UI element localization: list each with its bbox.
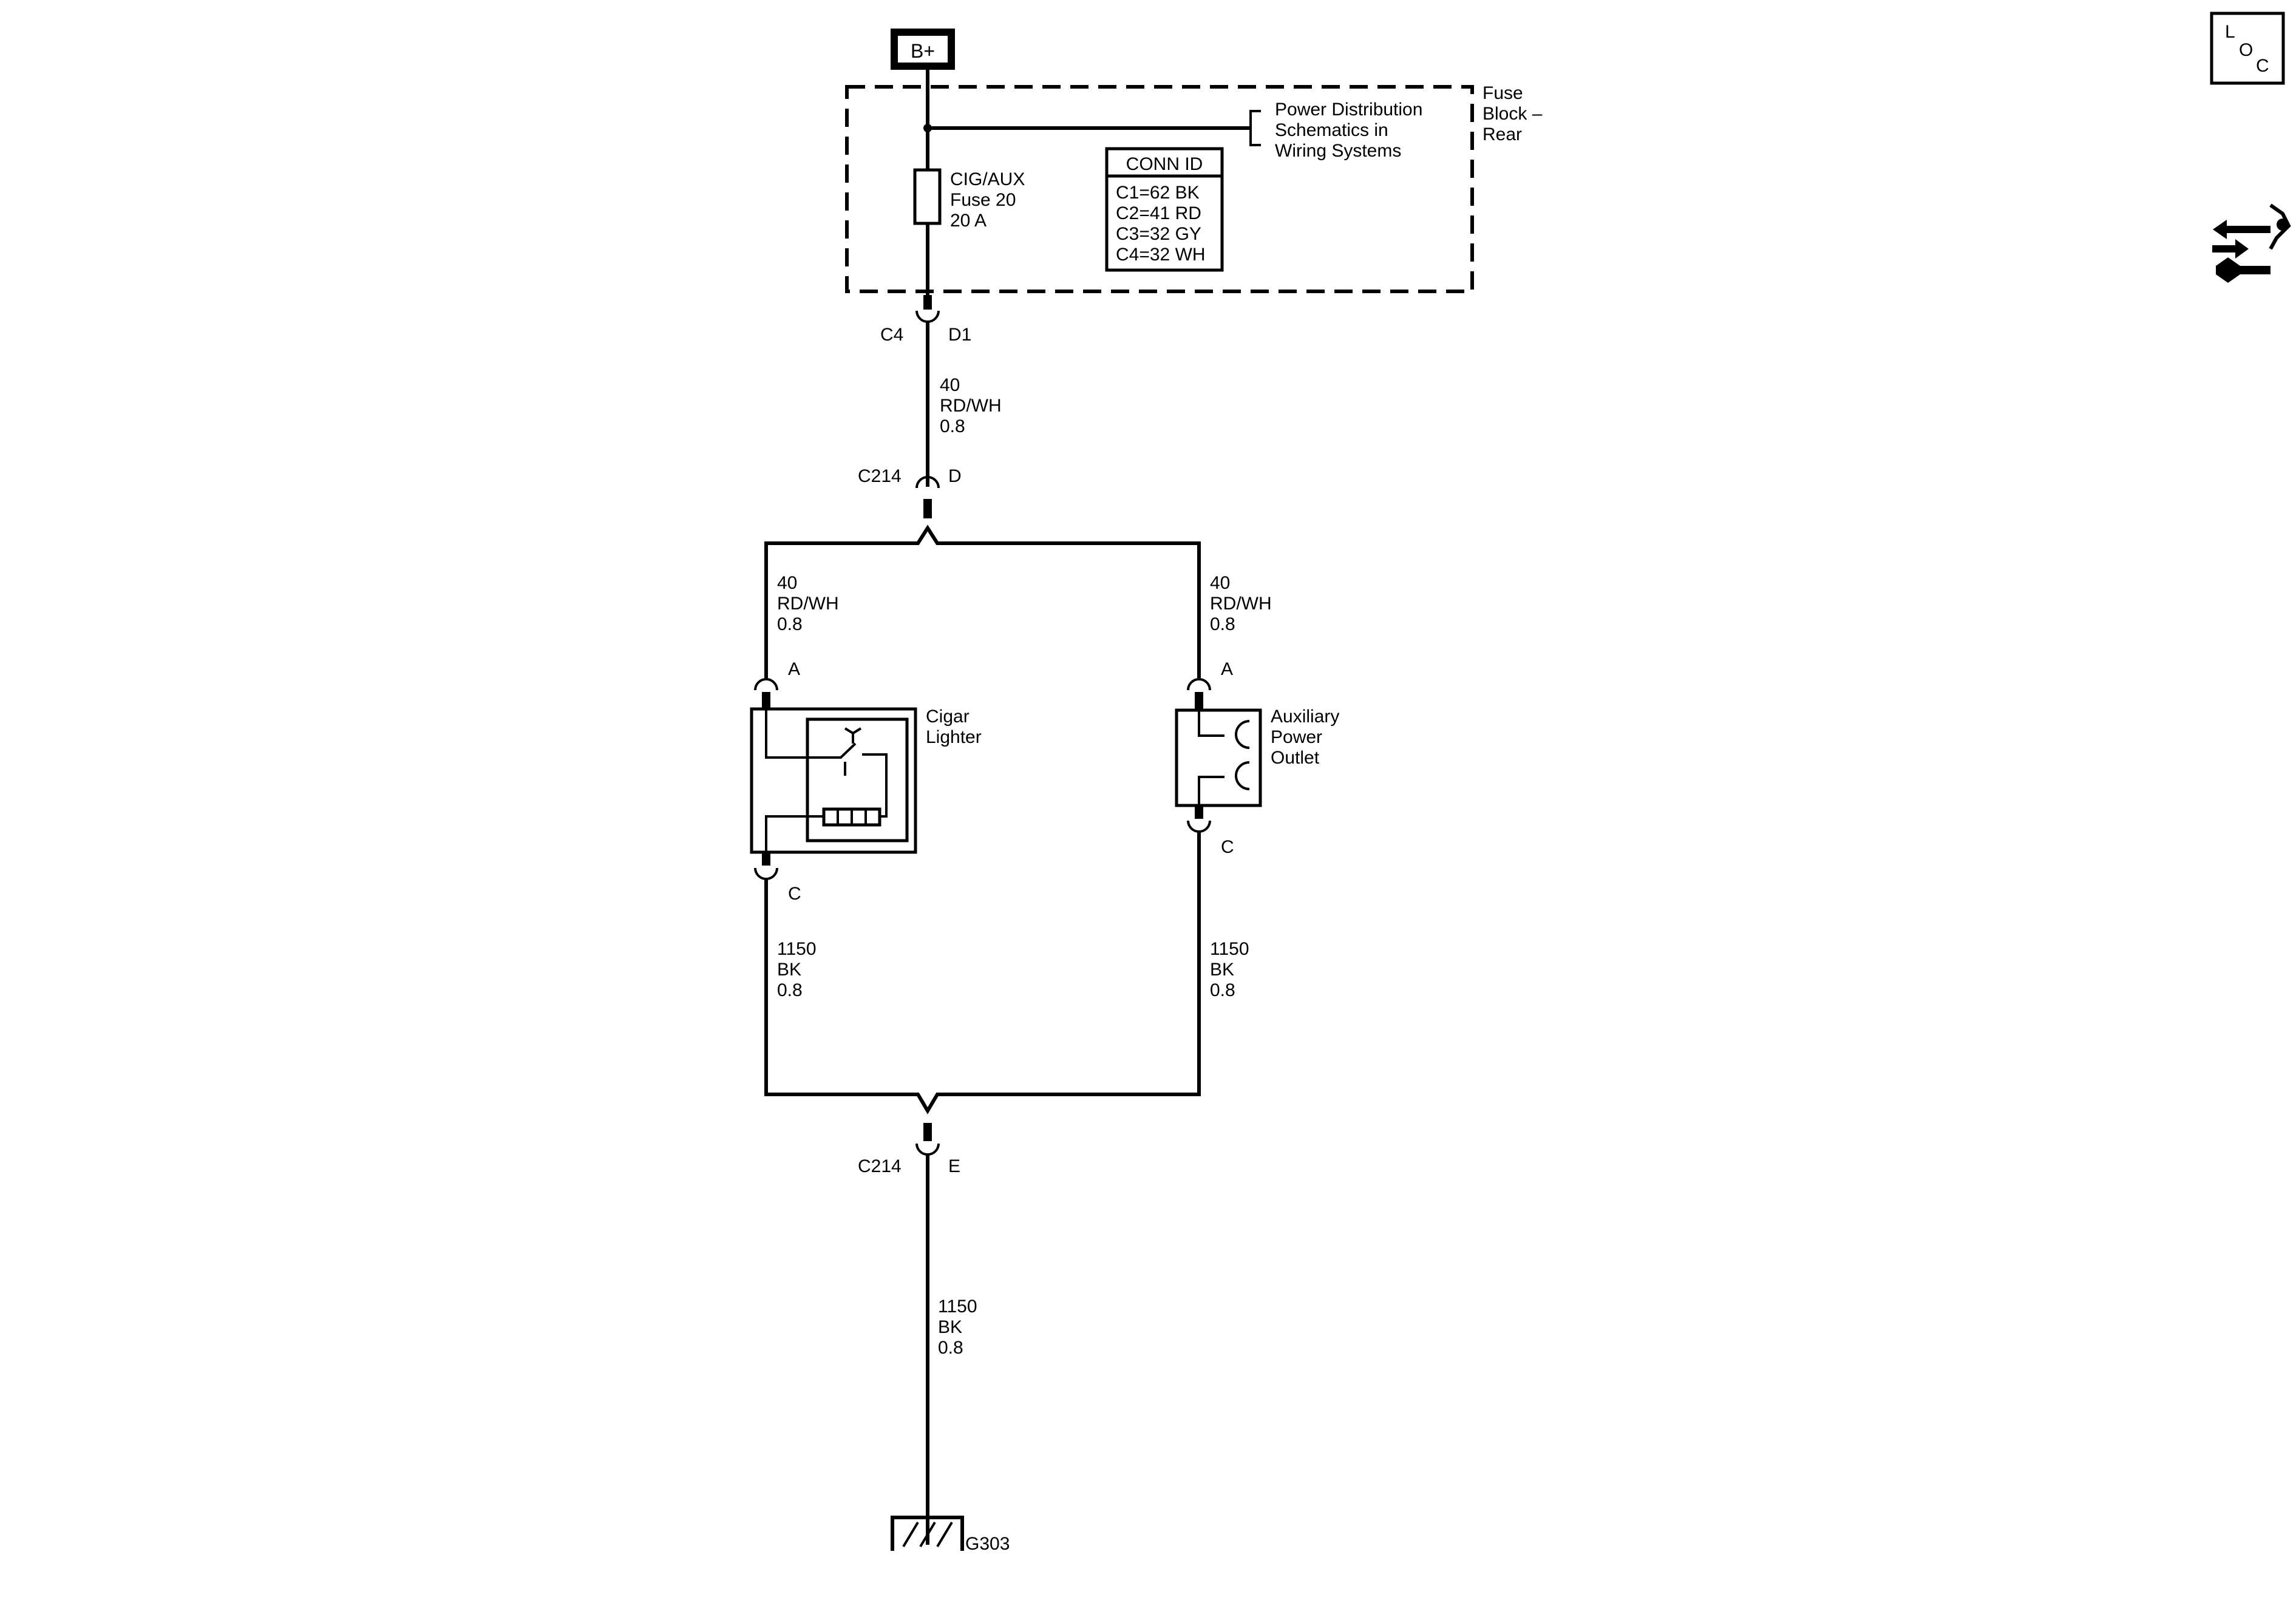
fuse-icon (913, 168, 942, 225)
wire-color: RD/WH (1210, 594, 1272, 614)
connector-id: C4 (880, 325, 903, 345)
connector-c214-d: C214 D (858, 466, 962, 518)
fuse-label-line-3: 20 A (950, 211, 987, 231)
connector-id: C214 (858, 466, 902, 486)
connector-repair-icon[interactable] (2212, 203, 2291, 283)
wire-size: 0.8 (938, 1338, 963, 1358)
component-label-line-2: Power (1271, 727, 1322, 747)
wire-circuit: 40 (1210, 573, 1230, 593)
wire-color: RD/WH (777, 594, 839, 614)
wire-circuit: 40 (940, 375, 960, 395)
connector-c4-d1: C4 D1 (880, 295, 971, 345)
conn-id-row: C1=62 BK (1116, 183, 1200, 203)
loc-letter: L (2225, 22, 2235, 42)
wire-color: BK (1210, 960, 1234, 980)
component-label-line-1: Cigar (926, 707, 970, 727)
battery-supply-label: B+ (911, 40, 935, 62)
fuse-label-line-2: Fuse 20 (950, 190, 1016, 210)
battery-supply: B+ (891, 29, 955, 70)
feed-split-wire (764, 524, 1201, 678)
reference-line-3: Wiring Systems (1275, 141, 1401, 161)
wire-color: BK (777, 960, 801, 980)
reference-line-2: Schematics in (1275, 120, 1388, 140)
connector-pin: E (948, 1156, 960, 1176)
conn-id-title: CONN ID (1126, 154, 1203, 174)
fuse-block-name-line-3: Rear (1483, 124, 1522, 144)
wire-color: RD/WH (940, 396, 1002, 416)
wire-color: BK (938, 1317, 962, 1337)
pin-a-label: A (788, 659, 800, 679)
ground-label: G303 (965, 1534, 1010, 1554)
cigar-lighter-icon (806, 717, 909, 842)
fuse-block-outline (845, 85, 1474, 293)
wire-circuit: 1150 (938, 1297, 977, 1317)
cigar-lighter-housing (750, 707, 917, 854)
power-outlet-icon (1198, 711, 1250, 804)
pin-a-label: A (1221, 659, 1233, 679)
fuse-block-rear: Fuse Block – Rear Power Distribution Sch… (845, 83, 1543, 293)
pin-c-label: C (788, 884, 801, 904)
wire-size: 0.8 (940, 416, 965, 436)
conn-id-row: C2=41 RD (1116, 203, 1201, 223)
connector-pin: D1 (948, 325, 971, 345)
wire-size: 0.8 (1210, 614, 1235, 634)
wire-circuit: 1150 (1210, 939, 1249, 959)
connector-c214-e: C214 E (858, 1123, 960, 1176)
loc-letter: C (2256, 56, 2269, 76)
power-outlet-housing (1175, 708, 1262, 807)
fuse-block-name-line-2: Block – (1483, 104, 1543, 124)
ground-symbol-icon: G303 (891, 1516, 1010, 1554)
fuse-label-line-1: CIG/AUX (950, 169, 1025, 189)
wire-size: 0.8 (777, 980, 803, 1000)
conn-id-row: C3=32 GY (1116, 224, 1201, 244)
component-label-line-1: Auxiliary (1271, 707, 1339, 727)
pin-c-label: C (1221, 837, 1234, 857)
component-label-line-3: Outlet (1271, 748, 1320, 768)
wire-circuit: 1150 (777, 939, 817, 959)
wire-size: 0.8 (777, 614, 803, 634)
loc-icon[interactable]: L O C (2210, 12, 2285, 85)
wire-circuit: 40 (777, 573, 797, 593)
reference-line-1: Power Distribution (1275, 100, 1422, 120)
conn-id-table: CONN ID C1=62 BK C2=41 RD C3=32 GY C4=32… (1105, 147, 1224, 272)
ground-join-wire (764, 832, 1201, 1114)
loc-letter: O (2239, 40, 2253, 60)
fuse-block-name-line-1: Fuse (1483, 83, 1523, 103)
wire-size: 0.8 (1210, 980, 1235, 1000)
cigar-lighter: A Cigar Lighter C (750, 659, 982, 904)
connector-id: C214 (858, 1156, 902, 1176)
auxiliary-power-outlet: A Auxiliary Power Outlet C (1175, 659, 1339, 857)
component-label-line-2: Lighter (926, 727, 982, 747)
reference-bracket (1249, 110, 1261, 146)
conn-id-row: C4=32 WH (1116, 245, 1206, 265)
connector-pin: D (948, 466, 962, 486)
